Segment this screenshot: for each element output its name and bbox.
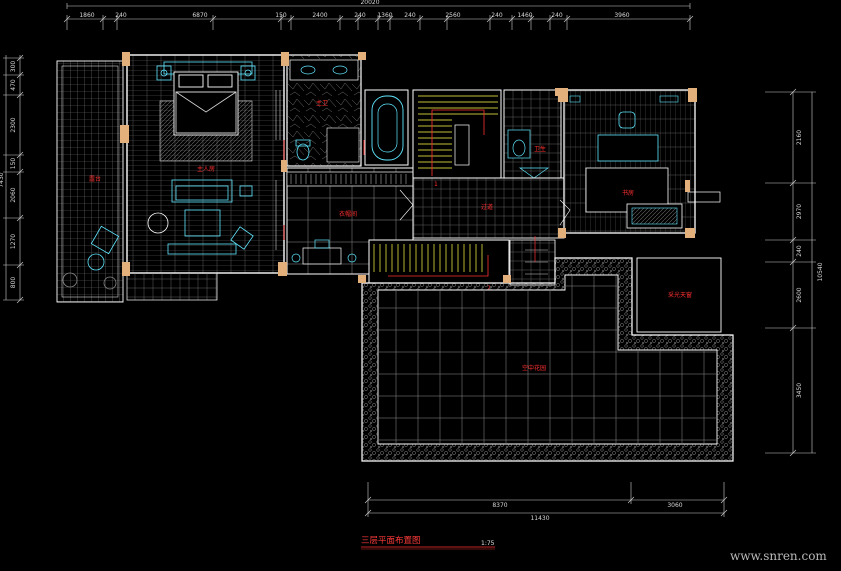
drawing-scale: 1:75: [481, 540, 495, 547]
right-dimension-chain: [765, 88, 816, 457]
red-accent-lines: [283, 140, 365, 240]
label-hallway: 过道: [481, 203, 493, 211]
label-skylight: 采光天窗: [668, 291, 692, 299]
label-roof-garden: 空中花园: [522, 364, 546, 372]
top-dimension-label: 240: [115, 12, 127, 19]
top-total-dimension: 20020: [360, 0, 379, 6]
left-dimension-label: 800: [10, 277, 17, 289]
top-dimension-label: 1360: [377, 12, 392, 19]
master-bedroom: [126, 54, 285, 274]
left-dimension-label: 150: [10, 158, 17, 170]
bottom-dimension-chain: [364, 482, 728, 517]
right-dimension-label: 3450: [796, 383, 803, 398]
master-bath: [286, 54, 362, 167]
right-dimension-label: 2160: [796, 130, 803, 145]
label-master-bedroom: 主人房: [197, 165, 215, 173]
watermark-text: www.snren.com: [730, 549, 827, 563]
study-balcony: [687, 191, 721, 203]
nightstands: [156, 65, 256, 81]
left-dimension-chain: [3, 54, 24, 304]
roof-garden: [361, 257, 734, 462]
top-dimension-chain: [63, 3, 694, 30]
toilet: [295, 139, 311, 161]
drawing-title: 三层平面布置图: [361, 535, 421, 546]
study: [563, 89, 696, 234]
left-dimension-label: 2300: [10, 117, 17, 132]
label-secondary-bath: 卫生: [534, 145, 546, 153]
left-dimension-label: 470: [10, 79, 17, 91]
bottom-dimension-2: 3060: [667, 502, 682, 509]
terrace-left: [56, 60, 124, 303]
right-total-dimension: 10540: [817, 262, 824, 281]
top-dimension-label: 240: [404, 12, 416, 19]
label-walk-in-closet: 衣帽间: [339, 210, 357, 218]
bathtub: [364, 89, 409, 166]
upper-stair: 1: [412, 89, 502, 188]
right-dimension-label: 240: [796, 245, 803, 257]
sofa-set: [147, 179, 254, 255]
left-dimension-label: 1270: [10, 234, 17, 249]
hallway: [399, 177, 571, 239]
right-dimension-label: 2970: [796, 204, 803, 219]
label-terrace: 露台: [89, 175, 101, 183]
left-dimension-label: 300: [10, 61, 17, 73]
bottom-total-dimension: 11430: [530, 515, 549, 522]
top-dimension-label: 150: [275, 12, 287, 19]
left-dimension-label: 2060: [10, 187, 17, 202]
top-dimension-label: 2400: [312, 12, 327, 19]
left-total-dimension: 7430: [0, 172, 5, 187]
label-study: 书房: [622, 189, 634, 197]
top-dimension-label: 1860: [79, 12, 94, 19]
label-master-bath: 主卫: [316, 99, 328, 107]
top-dimension-label: 240: [354, 12, 366, 19]
right-dimension-label: 2600: [796, 287, 803, 302]
skylight: [636, 257, 722, 333]
left-dimension-labels: 300 470 2300 150 2060 1270 800: [10, 61, 17, 289]
terrace-table: [62, 225, 120, 290]
bottom-dimension-1: 8370: [492, 502, 507, 509]
wardrobe-wall: [275, 90, 281, 250]
secondary-bath: [503, 89, 562, 179]
top-dimension-label: 240: [491, 12, 503, 19]
double-bed: [173, 71, 239, 136]
top-dimension-labels: 1860 240 6870 150 2400 240 1360 240 2560 240 1460 2…: [79, 12, 629, 19]
structural-columns: [120, 52, 697, 283]
top-dimension-label: 240: [551, 12, 563, 19]
top-dimension-label: 2560: [445, 12, 460, 19]
top-dimension-label: 3960: [614, 12, 629, 19]
balcony-strip: [126, 272, 218, 301]
top-dimension-label: 1460: [517, 12, 532, 19]
right-dimension-labels: 2160 2970 240 2600 3450: [796, 130, 803, 398]
top-dimension-label: 6870: [192, 12, 207, 19]
drawing-title-block: 三层平面布置图 1:75: [361, 535, 495, 550]
